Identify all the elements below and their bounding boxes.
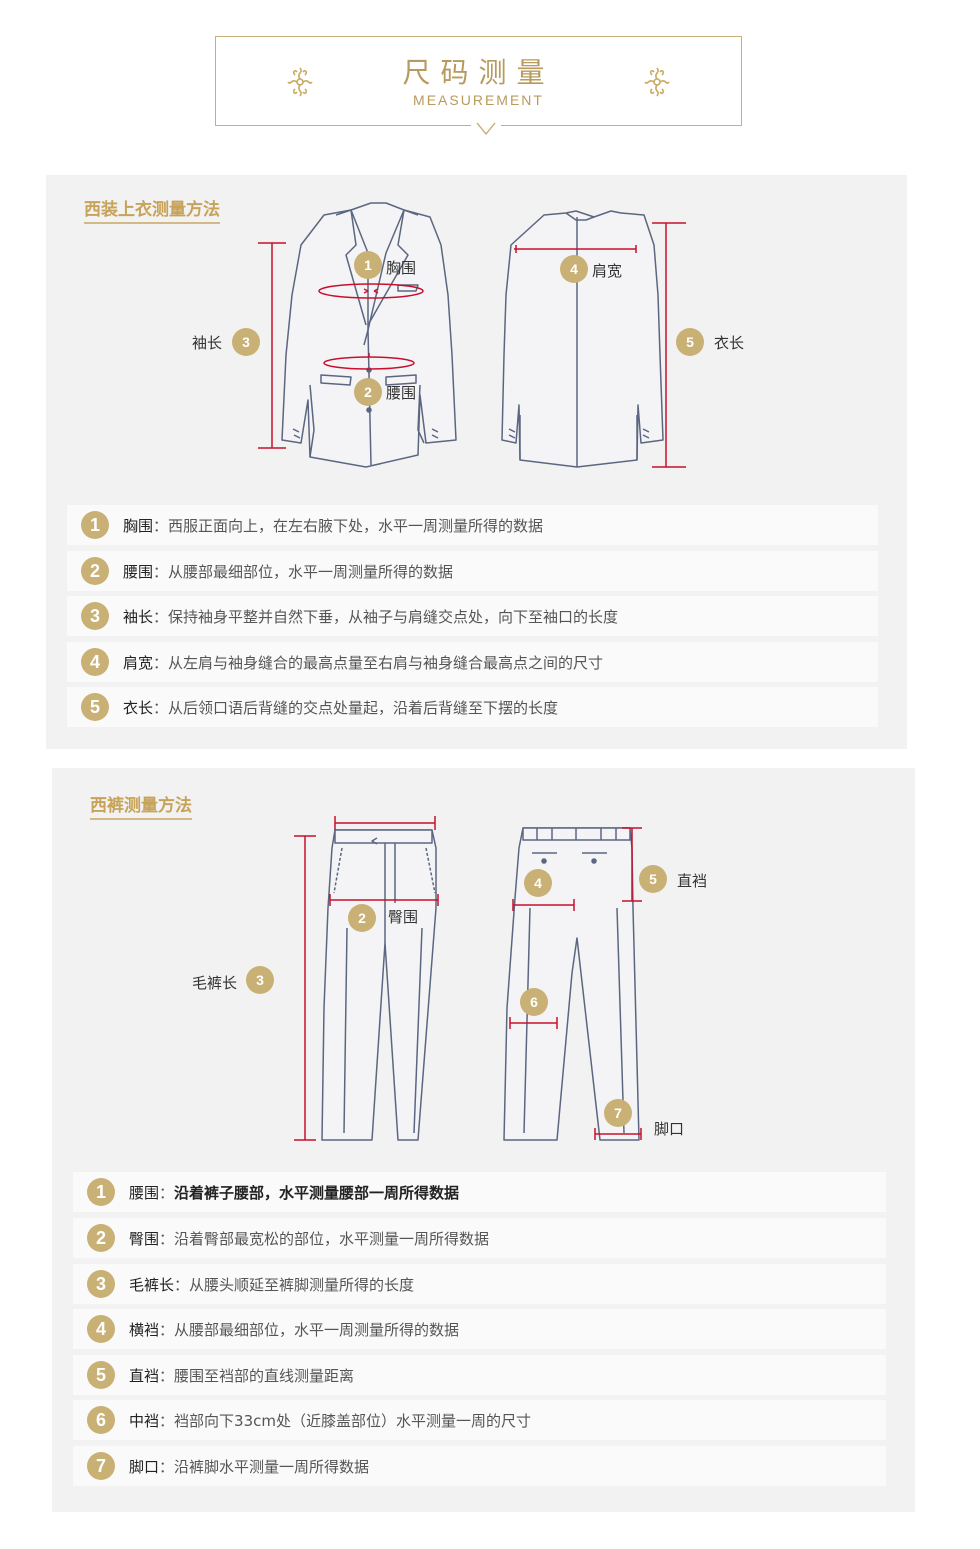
svg-text:5: 5 [649,871,657,887]
shoulder-label: 肩宽 [592,262,623,280]
item-term: 横裆 [129,1320,160,1339]
item-description: 沿着臀部最宽松的部位，水平测量一周所得数据 [174,1229,490,1248]
item-term: 脚口 [129,1457,160,1476]
item-term: 肩宽 [123,653,154,672]
item-term: 袖长 [123,607,154,626]
waist-label: 腰围 [386,384,417,402]
trousers-front-illustration [321,829,437,1141]
hip-label: 臀围 [388,908,419,926]
triangle-down-icon [476,122,496,136]
trousers-diagram: 2 3 4 5 6 7 [246,816,667,1141]
floral-ornament-icon [287,67,313,97]
item-term: 衣长 [123,698,154,717]
svg-text:6: 6 [530,994,538,1010]
item-number: 4 [81,648,109,676]
list-item: 7 脚口 ： 沿裤脚水平测量一周所得数据 [73,1446,886,1486]
item-number: 5 [87,1361,115,1389]
crotch-depth-label: 直裆 [677,872,708,890]
item-description: 从后领口语后背缝的交点处量起，沿着后背缝至下摆的长度 [168,698,559,717]
svg-text:1: 1 [364,257,372,273]
trouser-length-label: 毛裤长 [192,974,238,992]
item-number: 2 [81,557,109,585]
list-item: 2 腰围 ： 从腰部最细部位，水平一周测量所得的数据 [67,551,878,591]
floral-ornament-icon [644,67,670,97]
trousers-measure-lines [294,816,642,1141]
svg-text:7: 7 [614,1105,622,1121]
svg-text:4: 4 [534,875,542,891]
trousers-diagram-badges: 2 3 4 5 6 7 [246,865,667,1127]
item-number: 6 [87,1406,115,1434]
svg-text:3: 3 [256,972,264,988]
item-description: 西服正面向上，在左右腋下处，水平一周测量所得的数据 [168,516,544,535]
item-description: 沿裤脚水平测量一周所得数据 [174,1457,370,1476]
item-description: 从腰部最细部位，水平一周测量所得的数据 [174,1320,460,1339]
item-number: 5 [81,693,109,721]
svg-text:5: 5 [686,334,694,350]
item-number: 3 [81,602,109,630]
page-subtitle: MEASUREMENT [413,92,544,108]
item-description: 保持袖身平整并自然下垂，从袖子与肩缝交点处，向下至袖口的长度 [168,607,619,626]
page-title: 尺码测量 [402,56,555,89]
jacket-diagram: 1 2 3 4 5 [232,202,704,468]
item-number: 4 [87,1315,115,1343]
item-number: 1 [87,1178,115,1206]
sleeve-label: 袖长 [192,334,223,352]
jacket-measure-lines [258,222,686,468]
list-item: 1 胸围 ： 西服正面向上，在左右腋下处，水平一周测量所得的数据 [67,505,878,545]
chest-label: 胸围 [386,259,417,277]
item-term: 腰围 [129,1183,160,1202]
list-item: 3 袖长 ： 保持袖身平整并自然下垂，从袖子与肩缝交点处，向下至袖口的长度 [67,596,878,636]
item-description: 从左肩与袖身缝合的最高点量至右肩与袖身缝合最高点之间的尺寸 [168,653,604,672]
svg-text:2: 2 [364,384,372,400]
jacket-section-title: 西装上衣测量方法 [84,195,220,224]
item-term: 胸围 [123,516,154,535]
list-item: 3 毛裤长 ： 从腰头顺延至裤脚测量所得的长度 [73,1264,886,1304]
trousers-back-illustration [503,827,640,1141]
item-description: 沿着裤子腰部，水平测量腰部一周所得数据 [174,1183,460,1202]
jacket-section: 西装上衣测量方法 [46,175,907,749]
item-term: 臀围 [129,1229,160,1248]
item-term: 毛裤长 [129,1275,175,1294]
item-description: 裆部向下33cm处（近膝盖部位）水平测量一周的尺寸 [174,1411,531,1430]
item-number: 3 [87,1270,115,1298]
item-number: 2 [87,1224,115,1252]
trousers-section-title: 西裤测量方法 [90,791,192,820]
svg-text:3: 3 [242,334,250,350]
item-description: 从腰头顺延至裤脚测量所得的长度 [189,1275,415,1294]
item-term: 直裆 [129,1366,160,1385]
list-item: 4 肩宽 ： 从左肩与袖身缝合的最高点量至右肩与袖身缝合最高点之间的尺寸 [67,642,878,682]
list-item: 2 臀围 ： 沿着臀部最宽松的部位，水平测量一周所得数据 [73,1218,886,1258]
list-item: 5 衣长 ： 从后领口语后背缝的交点处量起，沿着后背缝至下摆的长度 [67,687,878,727]
item-term: 中裆 [129,1411,160,1430]
hem-label: 脚口 [654,1120,685,1138]
item-number: 1 [81,511,109,539]
measurement-header: 尺码测量 MEASUREMENT [215,36,742,139]
svg-text:4: 4 [570,261,578,277]
item-number: 7 [87,1452,115,1480]
item-description: 腰围至裆部的直线测量距离 [174,1366,355,1385]
list-item: 4 横裆 ： 从腰部最细部位，水平一周测量所得的数据 [73,1309,886,1349]
header-down-arrow [471,121,501,139]
list-item: 1 腰围 ： 沿着裤子腰部，水平测量腰部一周所得数据 [73,1172,886,1212]
list-item: 6 中裆 ： 裆部向下33cm处（近膝盖部位）水平测量一周的尺寸 [73,1400,886,1440]
trousers-section: 西裤测量方法 [52,768,915,1512]
jacket-front-illustration [281,202,457,468]
item-description: 从腰部最细部位，水平一周测量所得的数据 [168,562,454,581]
list-item: 5 直裆 ： 腰围至裆部的直线测量距离 [73,1355,886,1395]
jacket-diagram-badges: 1 2 3 4 5 [232,251,704,406]
length-label: 衣长 [714,334,745,352]
svg-text:2: 2 [358,910,366,926]
item-term: 腰围 [123,562,154,581]
